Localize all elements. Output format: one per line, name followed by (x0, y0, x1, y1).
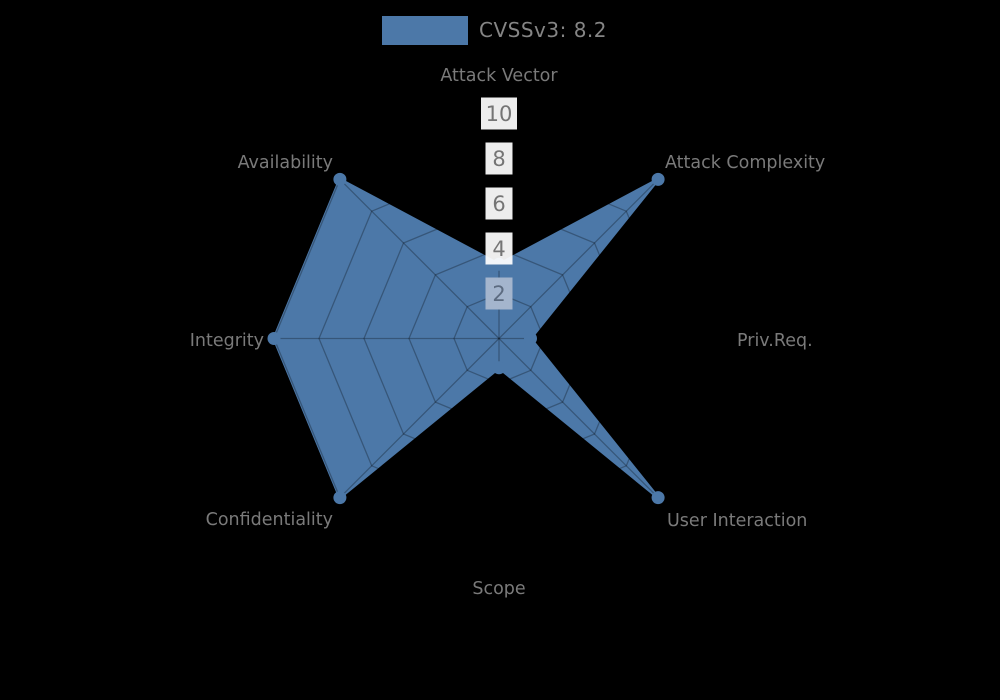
legend-label: CVSSv3: 8.2 (479, 18, 607, 42)
axis-label-priv-req: Priv.Req. (737, 331, 813, 351)
legend-swatch (382, 15, 468, 45)
data-point-integrity (267, 332, 281, 345)
grid-ring-6 (363, 202, 635, 475)
grid-ring-2 (453, 292, 545, 385)
data-point-priv-req (524, 332, 537, 345)
grid-spoke-confidentiality (339, 338, 500, 499)
tick-label-8: 8 (492, 147, 505, 171)
grid-spoke-availability (339, 178, 500, 339)
tick-label-6: 6 (492, 192, 505, 216)
grid-ring-10 (273, 112, 725, 565)
grid-spoke-user-interaction (498, 338, 659, 499)
tick-box-2 (485, 277, 513, 310)
tick-label-2: 2 (492, 282, 505, 306)
data-point-confidentiality (333, 491, 347, 505)
tick-box-4 (485, 232, 513, 265)
tick-box-10 (481, 97, 517, 130)
data-point-availability (333, 172, 347, 186)
grid-ring-4 (408, 247, 590, 430)
tick-box-8 (485, 142, 513, 175)
axis-label-user-interaction: User Interaction (667, 511, 807, 531)
axis-label-scope: Scope (472, 579, 525, 599)
legend: CVSSv3: 8.2 (382, 14, 607, 46)
axis-label-confidentiality: Confidentiality (206, 510, 333, 530)
axis-label-availability: Availability (238, 153, 333, 173)
axis-label-attack-vector: Attack Vector (440, 66, 558, 86)
grid-spoke-attack-complexity (498, 178, 659, 339)
axis-label-integrity: Integrity (190, 331, 264, 351)
tick-box-6 (485, 187, 513, 220)
data-point-scope (492, 361, 506, 375)
data-point-attack-complexity (651, 172, 665, 186)
axis-label-attack-complexity: Attack Complexity (665, 153, 825, 173)
tick-label-10: 10 (486, 102, 513, 126)
grid-ring-8 (318, 157, 680, 520)
tick-label-4: 4 (492, 237, 505, 261)
data-point-user-interaction (651, 491, 665, 505)
